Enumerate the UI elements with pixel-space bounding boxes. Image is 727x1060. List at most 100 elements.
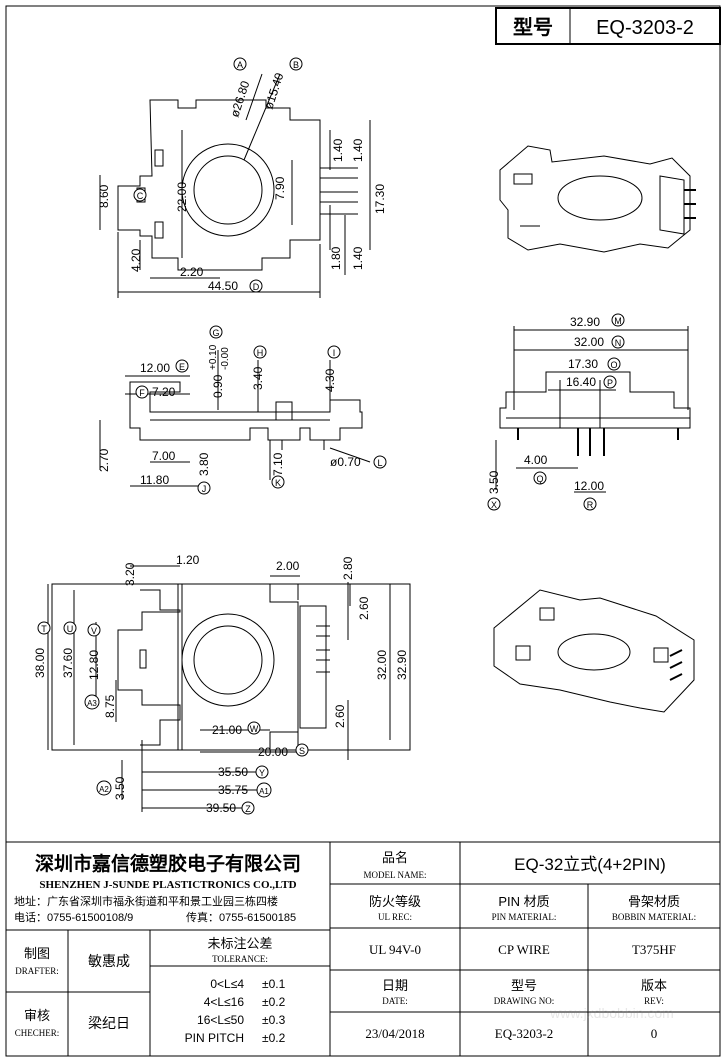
dim-320: 3.20 [123, 562, 137, 586]
dim-b: ø15.40 [262, 71, 287, 111]
tolerance-range: 4<L≤16 [204, 995, 245, 1009]
ul-label-en: UL REC: [378, 912, 412, 922]
dim-430: 4.30 [323, 368, 337, 392]
tag-o: O [610, 360, 617, 370]
checker-label-en: CHECHER: [15, 1028, 60, 1038]
company-cn: 深圳市嘉信德塑胶电子有限公司 [35, 852, 301, 875]
tag-h: H [257, 348, 264, 358]
dim-1280: 12.80 [87, 650, 101, 680]
bobbin-value: T375HF [632, 942, 676, 957]
model-value: EQ-32立式(4+2PIN) [514, 855, 666, 874]
dim-860: 8.60 [97, 184, 111, 208]
dim-070: ø0.70 [330, 455, 361, 469]
dim-120: 1.20 [176, 553, 200, 567]
dim-3575: 35.75 [218, 783, 248, 797]
tolerance-value: ±0.3 [262, 1013, 286, 1027]
dim-3290-bottom: 32.90 [395, 650, 409, 680]
tag-c: C [137, 191, 144, 201]
top-view: ø26.80 A ø15.40 B 8.60 C 22.00 7.90 17.3… [97, 57, 387, 298]
dim-4450: 44.50 [208, 279, 238, 293]
dim-180: 1.80 [329, 246, 343, 270]
dim-340: 3.40 [251, 366, 265, 390]
bottom-outer-circle [181, 613, 275, 707]
checker-label-cn: 审核 [24, 1008, 50, 1023]
pin-value: CP WIRE [498, 942, 550, 957]
dim-2000-bottom: 20.00 [258, 745, 288, 759]
dim-2100: 21.00 [212, 723, 242, 737]
dim-350-bottom: 3.50 [113, 776, 127, 800]
bobbin-inner-circle [193, 155, 263, 225]
dim-270: 2.70 [97, 448, 111, 472]
front-view: 32.90 M 32.00 N 17.30 O 16.40 P 4.00 Q 3… [487, 313, 691, 511]
isometric-bottom [493, 589, 695, 713]
bottom-view: 3.20 1.20 2.00 2.80 38.00 T 37.60 U 12.8… [33, 553, 411, 815]
tag-r: R [587, 500, 594, 510]
bobbin-label-cn: 骨架材质 [628, 894, 680, 909]
tag-z: Z [245, 804, 251, 814]
tag-w: W [250, 724, 259, 734]
dim-tol-up: +0.10 [208, 344, 219, 370]
dim-200-bottom: 2.00 [276, 559, 300, 573]
bottom-inner-circle [193, 625, 263, 695]
side-view: 12.00 E F 7.20 0.90 +0.10 -0.00 G 3.40 H… [97, 325, 387, 495]
tag-i: I [333, 348, 336, 358]
tag-m: M [614, 316, 622, 326]
drafter-label-cn: 制图 [24, 946, 50, 961]
dim-3760: 37.60 [61, 648, 75, 678]
date-value: 23/04/2018 [365, 1026, 424, 1041]
checker-value: 梁纪日 [88, 1015, 130, 1031]
dwg-value: EQ-3203-2 [495, 1026, 554, 1041]
tolerance-range: 16<L≤50 [197, 1013, 244, 1027]
company-en: SHENZHEN J-SUNDE PLASTICTRONICS CO.,LTD [39, 879, 296, 891]
tolerance-range: 0<L≤4 [210, 977, 244, 991]
date-label-en: DATE: [382, 996, 408, 1006]
company-address: 地址：广东省深圳市福永街道和平和景工业园三栋四楼 [14, 894, 278, 908]
tag-v: V [91, 626, 97, 636]
dim-tol: 0.90 [211, 374, 225, 398]
tolerance-value: ±0.1 [262, 977, 286, 991]
dim-790: 7.90 [273, 176, 287, 200]
dim-1200-side: 12.00 [140, 361, 170, 375]
isometric-top [499, 145, 696, 253]
tag-a2: A2 [99, 785, 109, 794]
dim-220: 2.20 [180, 265, 204, 279]
dim-tol-dn: -0.00 [220, 347, 231, 370]
tolerance-range: PIN PITCH [185, 1031, 244, 1045]
dim-3950: 39.50 [206, 801, 236, 815]
dim-2200: 22.00 [175, 182, 189, 212]
dim-3800: 38.00 [33, 648, 47, 678]
type-label: 型号 [513, 16, 553, 39]
dim-1640-front: 16.40 [566, 375, 596, 389]
title-block: 深圳市嘉信德塑胶电子有限公司 SHENZHEN J-SUNDE PLASTICT… [6, 841, 720, 1056]
tag-g: G [212, 328, 219, 338]
dim-3550: 35.50 [218, 765, 248, 779]
tag-f: F [139, 388, 145, 398]
company-fax: 传真：0755-61500185 [186, 910, 296, 924]
tolerance-label-cn: 未标注公差 [207, 936, 272, 951]
tag-x: X [491, 500, 497, 510]
watermark: www.jxdbobbin.com [549, 1005, 674, 1021]
type-value: EQ-3203-2 [596, 17, 694, 39]
dim-350-front: 3.50 [487, 470, 501, 494]
tolerance-label-en: TOLERANCE: [212, 954, 268, 964]
dim-3200-bottom: 32.00 [375, 650, 389, 680]
bobbin-outer-circle [181, 143, 275, 237]
ul-label-cn: 防火等级 [369, 894, 421, 909]
tag-s: S [299, 746, 305, 756]
dim-140b: 1.40 [351, 138, 365, 162]
tag-j: J [202, 484, 207, 494]
tag-a3: A3 [87, 699, 97, 708]
dim-710: 7.10 [271, 452, 285, 476]
dim-700: 7.00 [152, 449, 176, 463]
dim-260a: 2.60 [357, 596, 371, 620]
drafter-value: 敏惠成 [88, 953, 130, 969]
drafter-label-en: DRAFTER: [15, 966, 59, 976]
tolerance-value: ±0.2 [262, 1031, 286, 1045]
date-label-cn: 日期 [382, 978, 408, 993]
header-box: 型号 EQ-3203-2 [495, 7, 721, 45]
ul-value: UL 94V-0 [369, 942, 421, 957]
rev-value: 0 [651, 1026, 658, 1041]
model-label-en: MODEL NAME: [364, 870, 427, 880]
dim-3290-front: 32.90 [570, 315, 600, 329]
